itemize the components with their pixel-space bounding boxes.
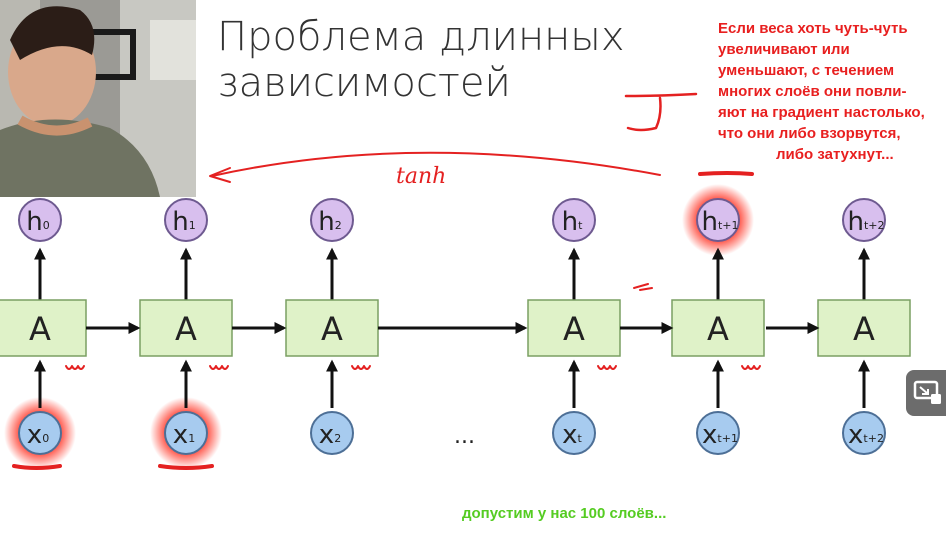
screen-cast-button[interactable] xyxy=(906,370,946,416)
hidden-state-label: ht+2 xyxy=(847,207,884,237)
rnn-cell xyxy=(817,299,911,357)
ink-weight-mark xyxy=(741,365,761,370)
annotation-line: увеличивают или xyxy=(718,41,850,58)
ink-arc xyxy=(211,151,661,177)
annotation-line: либо затухнут... xyxy=(776,146,894,163)
ink-underline xyxy=(158,464,214,470)
ink-arrowhead xyxy=(209,167,231,183)
handwritten-tanh: tanh xyxy=(396,164,446,189)
slide-title: Проблема длинных зависимостей xyxy=(217,14,697,106)
input-label: xt xyxy=(562,420,582,450)
ink-weight-mark xyxy=(209,365,229,370)
hidden-state-label: h2 xyxy=(318,207,341,237)
input-node xyxy=(842,411,886,455)
rnn-cell-label: A xyxy=(563,310,585,348)
red-annotation: Если веса хоть чуть-чуть увеличивают или… xyxy=(718,18,946,165)
slide-title-line-1: Проблема длинных xyxy=(217,14,625,60)
hidden-state-label: h1 xyxy=(172,207,195,237)
input-label: xt+1 xyxy=(702,420,738,450)
input-label: x1 xyxy=(173,420,195,450)
rnn-column: Ah1 x1 xyxy=(139,198,233,455)
input-node xyxy=(310,411,354,455)
rnn-cell-label: A xyxy=(175,310,197,348)
input-label: xt+2 xyxy=(848,420,884,450)
ink-weight-mark xyxy=(65,365,85,370)
hidden-state-label: ht+1 xyxy=(701,207,738,237)
hidden-state-node xyxy=(310,198,354,242)
rnn-cell xyxy=(527,299,621,357)
rnn-cell xyxy=(671,299,765,357)
ink-underline xyxy=(12,464,62,470)
annotation-line: яют на градиент настолько, xyxy=(718,104,925,121)
rnn-column: Aht+1 xt+1 xyxy=(671,198,765,455)
hidden-state-node xyxy=(696,198,740,242)
ink-scribble xyxy=(624,92,698,132)
rnn-cell xyxy=(0,299,87,357)
hidden-state-node xyxy=(842,198,886,242)
rnn-column: Aht+2 xt+2 xyxy=(817,198,911,455)
rnn-column: Ah2 x2 xyxy=(285,198,379,455)
rnn-cell-label: A xyxy=(29,310,51,348)
input-label: x0 xyxy=(27,420,49,450)
hidden-state-node xyxy=(164,198,208,242)
presenter-webcam xyxy=(0,0,196,197)
webcam-image xyxy=(0,0,196,197)
bottom-annotation: допустим у нас 100 слоёв... xyxy=(462,505,667,522)
slide-title-line-2: зависимостей xyxy=(217,60,511,106)
rnn-cell-label: A xyxy=(853,310,875,348)
hidden-state-label: ht xyxy=(562,207,583,237)
input-node xyxy=(18,411,62,455)
annotation-line: уменьшают, с течением xyxy=(718,62,895,79)
annotation-line: Если веса хоть чуть-чуть xyxy=(718,20,908,37)
input-label: x2 xyxy=(319,420,341,450)
ink-underline xyxy=(698,171,754,176)
hidden-state-node xyxy=(18,198,62,242)
rnn-column: Ah0 x0 xyxy=(0,198,87,455)
input-node xyxy=(164,411,208,455)
annotation-line: что они либо взорвутся, xyxy=(718,125,901,142)
ink-weight-mark xyxy=(597,365,617,370)
annotation-line: многих слоёв они повли- xyxy=(718,83,907,100)
input-node xyxy=(552,411,596,455)
ink-mark xyxy=(633,283,653,291)
ink-weight-mark xyxy=(351,365,371,370)
ellipsis: ... xyxy=(454,424,475,449)
hidden-state-node xyxy=(552,198,596,242)
hidden-state-label: h0 xyxy=(26,207,49,237)
input-node xyxy=(696,411,740,455)
rnn-column: Aht xt xyxy=(527,198,621,455)
screen-cast-icon xyxy=(913,380,941,404)
rnn-cell-label: A xyxy=(707,310,729,348)
rnn-cell-label: A xyxy=(321,310,343,348)
